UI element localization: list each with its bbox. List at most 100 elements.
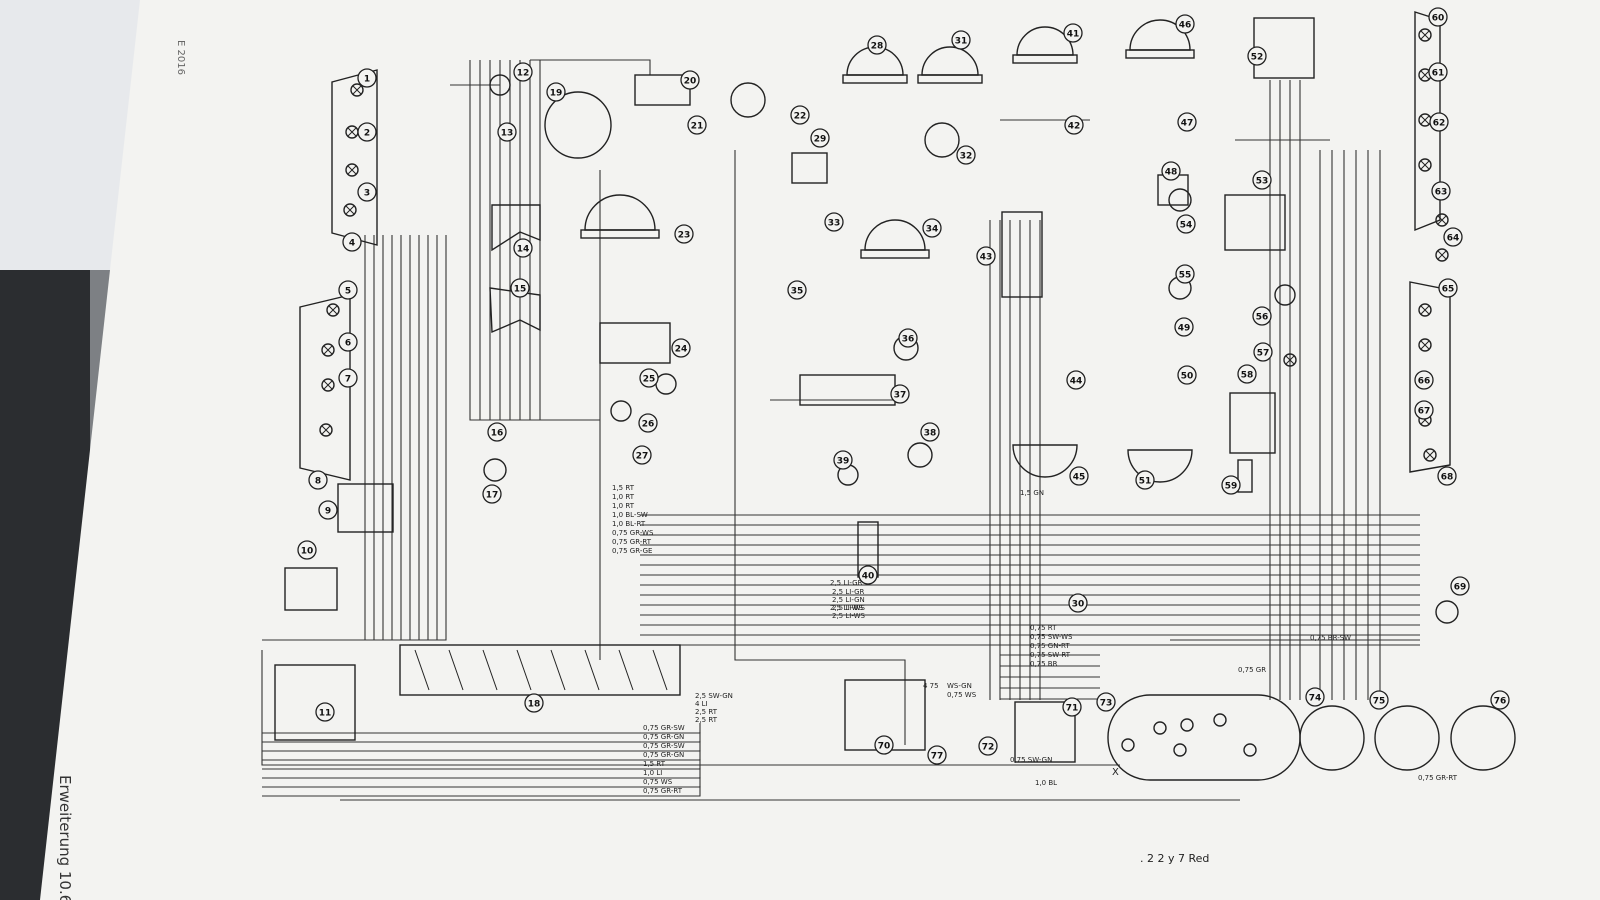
- component-number-60: 60: [1432, 14, 1445, 24]
- bulb-cross-right-11: [1285, 355, 1295, 365]
- lamp-17: [483, 458, 507, 482]
- gauge-54: [1168, 188, 1192, 212]
- label-small-4: X: [1112, 767, 1119, 778]
- bulb-cross-left-0: [352, 85, 362, 95]
- bulb-left-7: [319, 423, 333, 437]
- component-bubble-43: [976, 246, 996, 266]
- component-bubble-6: [338, 332, 358, 352]
- component-number-50: 50: [1181, 372, 1194, 382]
- component-number-41: 41: [1067, 30, 1080, 40]
- lamp-cluster-2: [299, 294, 351, 481]
- component-number-40: 40: [862, 572, 875, 582]
- component-bubble-30: [1068, 593, 1088, 613]
- component-number-56: 56: [1256, 313, 1269, 323]
- lamp-56: [1274, 284, 1296, 306]
- wire-ground-loop: [261, 650, 1120, 766]
- box-9: [1224, 194, 1286, 251]
- switch-22: [730, 82, 766, 118]
- bulb-right-8: [1423, 448, 1437, 462]
- bulb-left-4: [326, 303, 340, 317]
- dome-top-2: [921, 46, 979, 76]
- fuse-4: [550, 649, 566, 691]
- component-number-6: 6: [345, 339, 351, 349]
- component-bubble-53: [1252, 170, 1272, 190]
- instrument-bulb-0: [1121, 738, 1135, 752]
- distributor-19: [544, 91, 612, 159]
- component-bubble-17: [482, 484, 502, 504]
- dome-top-4: [1129, 19, 1191, 51]
- label-small-1: 0,75 WS: [947, 691, 977, 699]
- lamp-cluster-right-bottom: [1409, 281, 1451, 473]
- component-bubble-25: [639, 368, 659, 388]
- box-12: [1001, 211, 1043, 298]
- bulb-right-9: [1435, 213, 1449, 227]
- bulb-left-6: [321, 378, 335, 392]
- box-0: [337, 483, 394, 533]
- component-bubble-13: [497, 122, 517, 142]
- fuse-7: [652, 649, 668, 691]
- component-bubble-27: [632, 445, 652, 465]
- label-bottom-bus-6: 0,75 WS: [643, 778, 673, 786]
- dome-bottom-0: [1012, 444, 1078, 478]
- bulb-left-0: [350, 83, 364, 97]
- component-number-55: 55: [1179, 271, 1192, 281]
- component-bubble-72: [978, 736, 998, 756]
- bulb-cross-right-3: [1420, 160, 1430, 170]
- component-number-37: 37: [894, 391, 907, 401]
- component-number-75: 75: [1373, 697, 1386, 707]
- component-bubble-19: [546, 82, 566, 102]
- component-bubble-58: [1237, 364, 1257, 384]
- wire-bottom-7: [262, 786, 701, 797]
- fuse-0: [414, 649, 430, 691]
- dome-bottom-1: [1127, 449, 1193, 483]
- bulb-cross-left-1: [347, 127, 357, 137]
- component-number-30: 30: [1072, 600, 1085, 610]
- wire-layer: [261, 59, 1420, 801]
- component-bubble-50: [1177, 365, 1197, 385]
- component-number-39: 39: [837, 457, 850, 467]
- component-bubble-23: [674, 224, 694, 244]
- label-instrument-bus-0: 0,75 RT: [1030, 624, 1057, 632]
- component-number-38: 38: [924, 429, 937, 439]
- label-instrument-bus-3: 0,75 SW-RT: [1030, 651, 1071, 659]
- label-left-bus-2: 1,0 RT: [612, 502, 635, 510]
- wire-left-v-9: [280, 235, 447, 641]
- bulb-cross-left-6: [323, 380, 333, 390]
- component-number-66: 66: [1418, 377, 1431, 387]
- component-bubble-56: [1252, 306, 1272, 326]
- component-number-14: 14: [517, 245, 530, 255]
- instrument-bulb-2: [1213, 713, 1227, 727]
- component-bubble-32: [956, 145, 976, 165]
- component-bubble-42: [1064, 115, 1084, 135]
- wire-19-20: [530, 59, 651, 75]
- component-bubble-18: [524, 693, 544, 713]
- component-bubble-59: [1221, 475, 1241, 495]
- box-3: [399, 644, 681, 696]
- component-bubble-57: [1253, 342, 1273, 362]
- box-8: [1229, 392, 1276, 454]
- component-number-20: 20: [684, 77, 697, 87]
- bulb-right-3: [1418, 158, 1432, 172]
- label-bottom-bus-1: 0,75 GR-GN: [643, 733, 684, 741]
- label-left-bus-1: 1,0 RT: [612, 493, 635, 501]
- component-bubble-68: [1437, 466, 1457, 486]
- component-bubble-24: [671, 338, 691, 358]
- component-number-9: 9: [325, 507, 331, 517]
- component-number-65: 65: [1442, 285, 1455, 295]
- component-bubble-20: [680, 70, 700, 90]
- component-bubble-70: [874, 735, 894, 755]
- component-bubble-51: [1135, 470, 1155, 490]
- component-bubble-65: [1438, 278, 1458, 298]
- component-bubble-63: [1431, 181, 1451, 201]
- wire-a-3: [499, 60, 600, 421]
- component-number-43: 43: [980, 253, 993, 263]
- label-bottom-bus-7: 0,75 GR-RT: [643, 787, 683, 795]
- component-number-45: 45: [1073, 473, 1086, 483]
- component-bubble-31: [951, 30, 971, 50]
- component-bubble-39: [833, 450, 853, 470]
- dome-top-0: [584, 194, 656, 231]
- box-2: [274, 664, 356, 741]
- component-bubble-76: [1490, 690, 1510, 710]
- wire-a-7: [539, 60, 600, 421]
- label-left-bus-3: 1,0 BL-SW: [612, 511, 648, 519]
